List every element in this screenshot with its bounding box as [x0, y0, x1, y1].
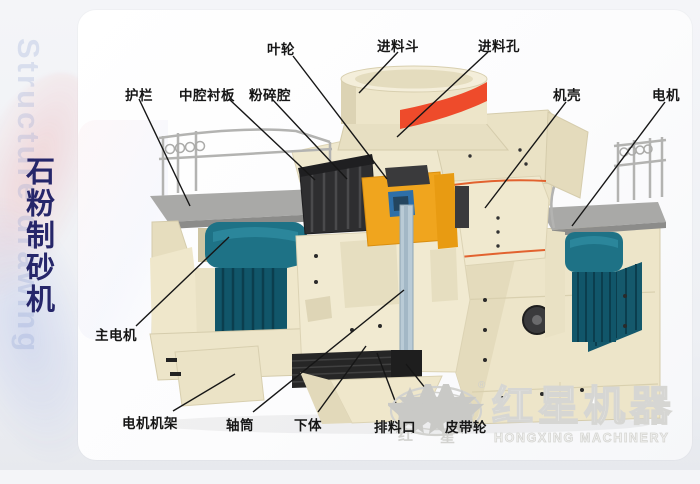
leader-line-zhoutong	[252, 289, 405, 413]
leader-line-yelun	[292, 55, 388, 180]
leader-line-zhongqiangchenban	[228, 98, 316, 181]
brand-cn-left: 红	[398, 427, 414, 444]
leader-line-jike	[484, 101, 567, 209]
leader-line-jinliaodou	[358, 51, 399, 94]
star-icon	[388, 384, 484, 435]
brand-cn-right: 星	[440, 429, 456, 446]
brand-name-cn: 红星机器	[491, 383, 676, 429]
registered-mark: ®	[478, 380, 486, 391]
brand-star-oval	[388, 384, 484, 437]
machine-diagram	[135, 51, 667, 434]
leader-line-dianji	[571, 101, 666, 227]
leader-line-xiati	[317, 345, 367, 413]
leader-line-fensuiqiang	[271, 98, 348, 180]
leader-lines	[135, 51, 666, 415]
leader-line-jinliaokong	[396, 51, 489, 138]
side-watermark-text: Structure drawing	[11, 38, 46, 355]
leader-line-dianjijijia	[172, 373, 236, 412]
page-title: 石粉制砂机	[21, 156, 54, 316]
brand-watermark: 红 星 ® 红星机器 HONGXING MACHINERY	[388, 380, 690, 458]
brand-name-en: HONGXING MACHINERY	[494, 431, 670, 446]
leader-line-zhudianji	[135, 236, 230, 327]
leader-line-hulan	[138, 98, 191, 207]
machine-illustration	[149, 65, 667, 434]
